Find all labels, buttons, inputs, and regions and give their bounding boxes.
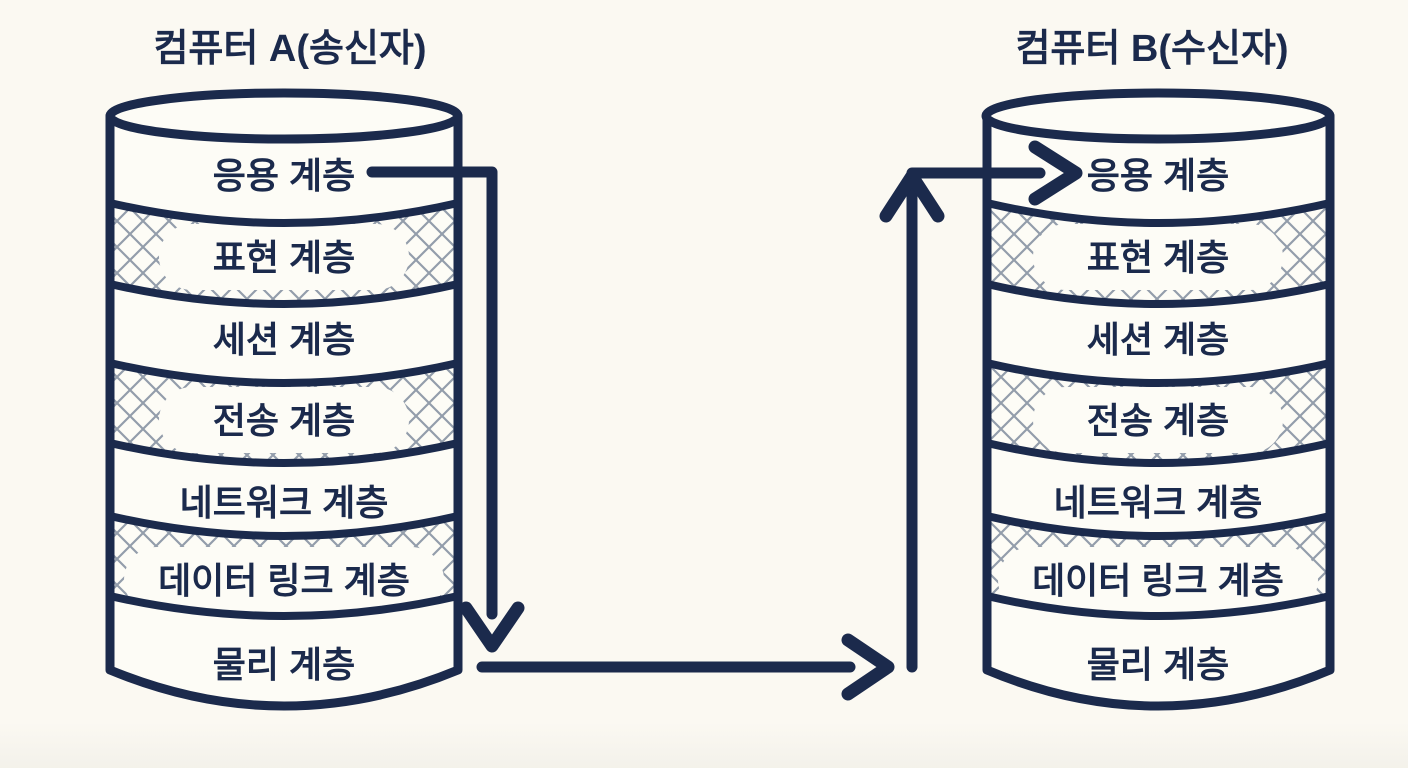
- cylinder-b-top-ellipse: [981, 88, 1335, 144]
- arrow-a-down-shaft: [366, 166, 498, 620]
- b-layer-network: 네트워크 계층: [1054, 482, 1263, 523]
- cylinder-b-label-pill-datalink: [998, 547, 1318, 613]
- a-layer-datalink: 데이터 링크 계층: [158, 560, 410, 601]
- computer-b-title: 컴퓨터 B(수신자): [1015, 28, 1288, 70]
- cylinder-a-outline: [105, 111, 463, 711]
- b-layer-physical: 물리 계층: [1087, 644, 1229, 685]
- cylinder-a-label-pill-transport: [159, 387, 409, 453]
- a-layer-network: 네트워크 계층: [180, 482, 389, 523]
- arrow-down-icon: [459, 601, 525, 653]
- computer-a-stack: 컴퓨터 A(송신자) 응용 계층 표현 계층 세션 계층 전: [105, 28, 463, 711]
- a-layer-session: 세션 계층: [213, 319, 355, 360]
- cylinder-b-divider-5: [983, 512, 1334, 540]
- cylinder-b-divider-4: [983, 439, 1334, 467]
- cylinder-a-label-pill-datalink: [124, 547, 444, 613]
- arrow-right-bottom-icon: [841, 633, 895, 701]
- cylinder-b-label-pill-presentation: [1033, 224, 1283, 290]
- cylinder-a-divider-4: [106, 439, 462, 467]
- cylinder-b-divider-3: [983, 359, 1334, 387]
- b-layer-session: 세션 계층: [1087, 319, 1229, 360]
- computer-a-title: 컴퓨터 A(송신자): [153, 28, 426, 70]
- cylinder-a-label-pill-presentation: [159, 224, 409, 290]
- cylinder-a-divider-5: [106, 512, 462, 540]
- cylinder-a-divider-1: [106, 199, 462, 227]
- cylinder-a-divider-6: [106, 592, 462, 620]
- cylinder-b-outline: [982, 111, 1335, 711]
- cylinder-b-divider-6: [983, 592, 1334, 620]
- a-layer-physical: 물리 계층: [213, 644, 355, 685]
- cylinder-a-divider-3: [106, 359, 462, 387]
- b-layer-transport: 전송 계층: [1087, 400, 1229, 441]
- b-layer-application: 응용 계층: [1087, 155, 1229, 196]
- b-layer-presentation: 표현 계층: [1087, 237, 1229, 278]
- a-layer-presentation: 표현 계층: [213, 237, 355, 278]
- b-layer-datalink: 데이터 링크 계층: [1032, 560, 1284, 601]
- a-layer-transport: 전송 계층: [213, 400, 355, 441]
- cylinder-b-label-pill-transport: [1033, 387, 1283, 453]
- arrow-right-top-icon: [1028, 140, 1083, 206]
- a-layer-application: 응용 계층: [213, 155, 355, 196]
- computer-b-stack: 컴퓨터 B(수신자) 응용 계층 표현 계층 세션 계층 전송 계층 네트워크 …: [981, 28, 1335, 711]
- cylinder-a-divider-2: [106, 280, 462, 308]
- cylinder-a-top-ellipse: [105, 88, 463, 144]
- data-flow-arrows: [366, 140, 1083, 701]
- cylinder-b-divider-1: [983, 199, 1334, 227]
- cylinder-b-divider-2: [983, 280, 1334, 308]
